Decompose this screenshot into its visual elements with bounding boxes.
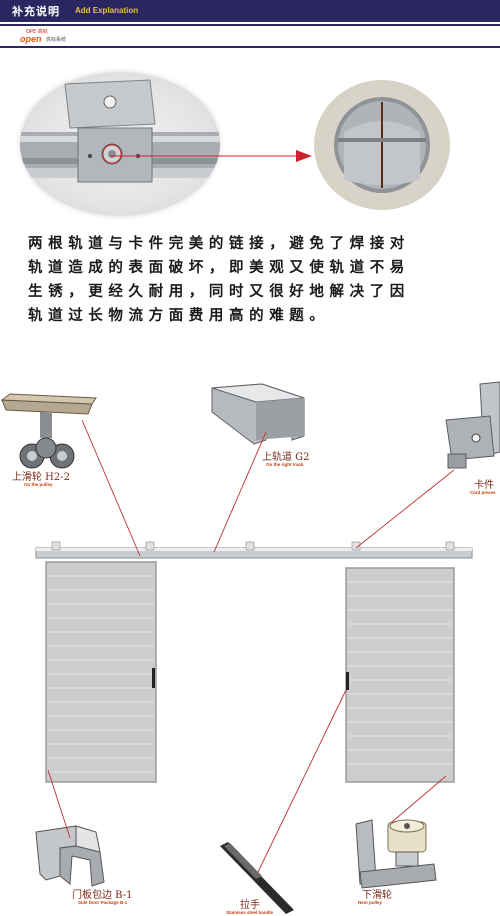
clip-detail-photo [20, 72, 220, 216]
header-bar: 补充说明 Add Explanation [0, 0, 500, 22]
clip-detail-illustration [20, 79, 220, 183]
description-line-3: 生锈，更经久耐用，同时又很好地解决了因 [28, 284, 410, 300]
bottom-pulley-icon [355, 819, 437, 889]
label-clip-en: Card pieces [470, 490, 496, 495]
top-pulley-icon [0, 393, 97, 469]
label-clip-cn: 卡件 [474, 480, 494, 491]
logo-brand: open [20, 34, 42, 44]
rail-section-photo [314, 80, 450, 210]
logo-subtitle: 高标系统 [46, 37, 67, 43]
top-track-icon [211, 383, 305, 445]
handle-icon [220, 842, 294, 914]
header-divider-bottom [0, 46, 500, 48]
rail-section-illustration [334, 97, 430, 193]
label-bottom-pulley-cn: 下滑轮 [362, 890, 392, 901]
label-side-package-cn: 门板包边 B-1 [72, 890, 133, 901]
header-title-en: Add Explanation [75, 6, 139, 15]
description-line-2: 轨道造成的表面破坏，即美观又使轨道不易 [28, 260, 410, 276]
right-door-panel [345, 567, 455, 783]
label-side-package-en: Side Door Package B-1 [78, 900, 128, 905]
side-package-icon [35, 825, 105, 887]
label-handle-cn: 拉手 [240, 900, 260, 911]
header-divider [0, 24, 500, 26]
label-top-pulley-en: On the pulley [24, 482, 53, 487]
brand-logo: OPE·高标 open 高标系统 [20, 29, 80, 44]
left-door-panel [45, 561, 157, 783]
clip-icon [445, 381, 500, 469]
header-title-cn: 补充说明 [12, 5, 60, 18]
label-track-en: On the right track [266, 462, 304, 467]
label-track-cn: 上轨道 G2 [262, 452, 310, 463]
label-bottom-pulley-en: Next pulley [358, 900, 383, 905]
label-handle-en: Stainless steel handle [226, 910, 274, 915]
description-line-4: 轨道过长物流方面费用高的难题。 [28, 308, 330, 324]
description-line-1: 两根轨道与卡件完美的链接，避免了焊接对 [28, 236, 410, 252]
leader-lines [47, 419, 455, 873]
logo-top-mark: OPE·高标 [26, 29, 48, 35]
label-top-pulley-cn: 上滑轮 H2-2 [12, 472, 71, 483]
